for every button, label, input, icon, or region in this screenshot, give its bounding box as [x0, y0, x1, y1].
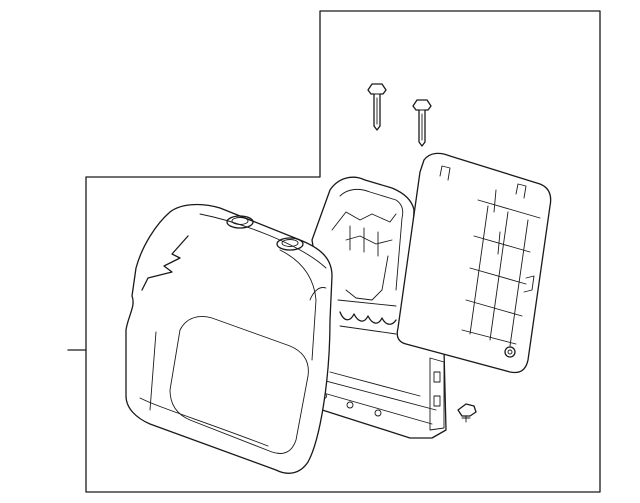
seat-back-cushion	[125, 203, 333, 474]
group-bracket	[85, 10, 601, 493]
headrest-guide-right	[412, 99, 432, 147]
clip-fastener	[457, 403, 477, 423]
seat-back-panel	[396, 152, 552, 374]
seat-back-frame	[311, 176, 447, 439]
headrest-guide-left	[367, 83, 387, 131]
